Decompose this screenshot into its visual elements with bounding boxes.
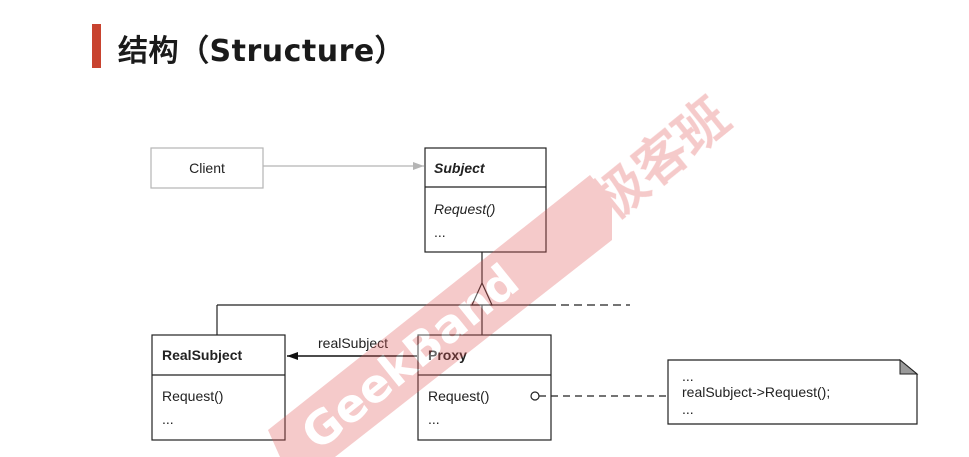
note-line-2: realSubject->Request(); [682, 384, 830, 400]
subject-class-box: Subject Request() ... [424, 147, 547, 253]
note-line-1: ... [682, 368, 694, 384]
realsubject-label: RealSubject [162, 347, 242, 363]
subject-ellipsis: ... [434, 224, 446, 240]
subject-method: Request() [434, 201, 495, 217]
note-line-3: ... [682, 401, 694, 417]
proxy-method: Request() [428, 388, 489, 404]
proxy-ellipsis: ... [428, 411, 440, 427]
watermark-cn-text: 极客班 [582, 87, 741, 232]
note-box: ... realSubject->Request(); ... [667, 358, 919, 425]
client-label: Client [189, 160, 225, 176]
proxy-label: Proxy [428, 347, 467, 363]
realsubject-ellipsis: ... [162, 411, 174, 427]
note-fold-icon [899, 358, 919, 375]
realsubject-method: Request() [162, 388, 223, 404]
inheritance-connector [216, 252, 630, 335]
title-accent-bar [92, 24, 101, 68]
realsubject-class-box: RealSubject Request() ... [151, 334, 286, 441]
association-label: realSubject [318, 335, 388, 351]
subject-label: Subject [434, 160, 486, 176]
client-class-box: Client [150, 147, 264, 189]
page-title: 结构（Structure） [118, 34, 406, 69]
note-connector [530, 391, 667, 401]
watermark-band [268, 175, 612, 457]
proxy-class-box: Proxy Request() ... [417, 334, 552, 441]
